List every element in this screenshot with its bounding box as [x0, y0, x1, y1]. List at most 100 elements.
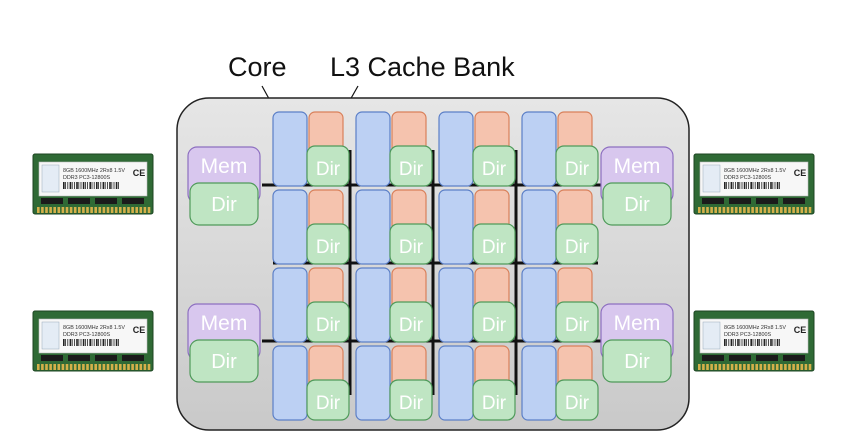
ram-contact [49, 364, 52, 370]
barcode-bar [85, 182, 86, 189]
ram-contact [37, 207, 40, 213]
directory-block [389, 301, 433, 343]
ram-contact [767, 364, 771, 370]
ce-mark: CE [794, 168, 807, 178]
ram-contact [106, 364, 110, 370]
ram-contact [698, 207, 701, 213]
barcode-bar [732, 339, 734, 346]
ram-contact [759, 364, 763, 370]
ram-contact [800, 207, 804, 213]
ram-contact [714, 207, 717, 213]
core-block [272, 267, 308, 343]
barcode-bar [770, 339, 772, 346]
tile: Dir [355, 111, 433, 187]
ram-contact [53, 207, 56, 213]
barcode-bar [118, 339, 119, 346]
barcode-bar [774, 339, 776, 346]
directory-label: Dir [482, 159, 507, 180]
barcode-bar [763, 339, 766, 346]
barcode-bar [732, 182, 734, 189]
directory-block [555, 379, 599, 421]
barcode-bar [118, 182, 119, 189]
ram-contact [86, 207, 89, 213]
directory-block [389, 379, 433, 421]
ram-spec-line2: DDR3 PC3-12800S [724, 332, 771, 338]
barcode-bar [768, 182, 769, 189]
ram-contact [53, 364, 56, 370]
ram-contact [123, 207, 126, 213]
directory-block [555, 223, 599, 265]
memory-chip [783, 198, 805, 204]
ram-contact [702, 364, 705, 370]
ce-mark: CE [133, 168, 146, 178]
directory-label: Dir [316, 237, 341, 258]
ram-contact [726, 207, 730, 213]
directory-block [306, 379, 350, 421]
barcode-bar [100, 339, 102, 346]
directory-block [306, 145, 350, 187]
ram-contact [98, 364, 102, 370]
ram-contact [792, 364, 795, 370]
barcode-bar [87, 182, 88, 189]
core-block [272, 111, 308, 187]
barcode-bar [779, 182, 780, 189]
barcode-bar [765, 339, 767, 346]
ram-contact [37, 364, 40, 370]
brand-logo-icon [41, 164, 60, 193]
barcode-bar [750, 339, 752, 346]
barcode-bar [752, 339, 754, 346]
barcode-bar [763, 182, 766, 189]
memory-chip [68, 198, 90, 204]
ram-contact [739, 364, 742, 370]
barcode-bar [98, 182, 99, 189]
memory-chip [729, 198, 751, 204]
ram-contact [788, 364, 791, 370]
ram-contact [706, 207, 709, 213]
barcode-bar [71, 182, 73, 189]
directory-block [306, 223, 350, 265]
barcode-bar [111, 339, 113, 346]
barcode-bar [746, 339, 747, 346]
ram-contact [98, 207, 102, 213]
core-label: Core [228, 52, 287, 82]
brand-logo-icon [702, 321, 721, 350]
directory-label: Dir [482, 237, 507, 258]
barcode-bar [726, 182, 727, 189]
mem-label: Mem [201, 155, 248, 178]
ram-contact [78, 364, 81, 370]
ram-contact [710, 364, 713, 370]
barcode-bar [76, 339, 78, 346]
barcode-bar [107, 182, 108, 189]
barcode-bar [100, 182, 102, 189]
barcode-bar [730, 182, 733, 189]
ram-contact [102, 207, 106, 213]
mem-label: Mem [201, 312, 248, 335]
brand-logo-icon [41, 321, 60, 350]
barcode-bar [115, 182, 118, 189]
tile: Dir [521, 345, 599, 421]
ram-contact [61, 207, 65, 213]
ram-contact [804, 364, 808, 370]
ram-spec-line1: 8GB 1600MHz 2Rx8 1.5V [63, 325, 125, 331]
tile: Dir [272, 267, 350, 343]
barcode-bar [65, 182, 66, 189]
barcode-bar [761, 339, 763, 346]
core-block [355, 267, 391, 343]
mem-label: Mem [614, 312, 661, 335]
barcode-bar [757, 182, 759, 189]
barcode-bar [96, 182, 98, 189]
directory-block [306, 301, 350, 343]
memory-chip [122, 198, 144, 204]
barcode-bar [724, 339, 726, 346]
barcode-bar [111, 182, 113, 189]
ram-contact [131, 207, 134, 213]
ram-contact [751, 364, 754, 370]
ram-spec-line1: 8GB 1600MHz 2Rx8 1.5V [63, 168, 125, 174]
directory-label: Dir [399, 315, 424, 336]
